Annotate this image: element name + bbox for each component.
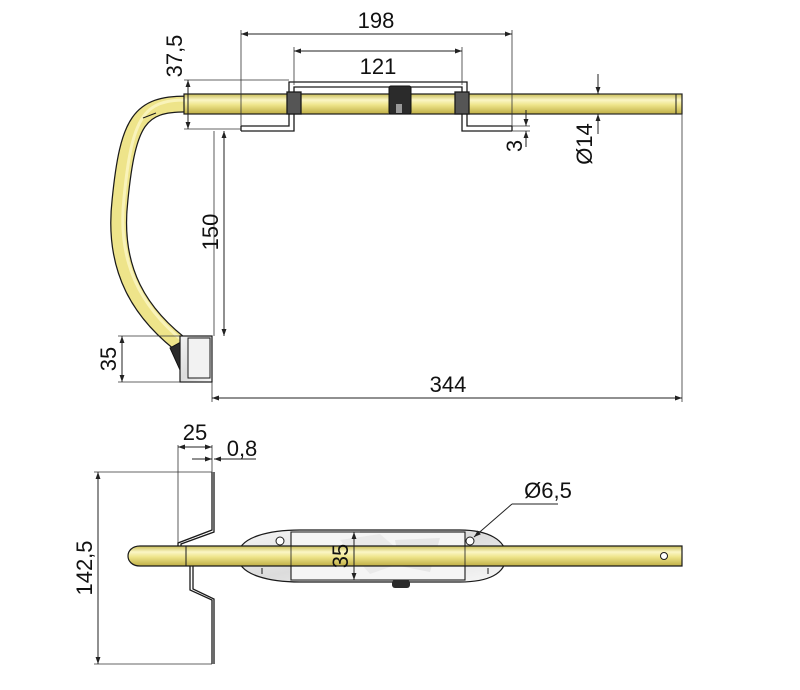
dim-inner-bracket: 121	[360, 54, 397, 79]
dim-flange-width: 25	[183, 420, 207, 445]
bottom-knob	[392, 580, 410, 588]
bottom-view: 25 0,8 142,5 Ø6,5 35	[72, 420, 683, 665]
dim-thickness: 0,8	[227, 436, 258, 461]
top-extension-lines	[118, 30, 683, 402]
dim-gap: 3	[502, 140, 527, 152]
bracket-holes	[261, 536, 668, 574]
bottom-dimension-lines	[95, 444, 558, 664]
dim-plate-height: 35	[328, 544, 353, 568]
center-knob	[388, 85, 412, 115]
top-view: 198 121 37,5 150 35 344 3 Ø14	[96, 8, 683, 402]
bottom-extension-lines	[94, 445, 360, 665]
dim-offset: 37,5	[162, 35, 187, 78]
bottom-tube	[127, 545, 683, 567]
dim-overall-bracket: 198	[358, 8, 395, 33]
curved-tube	[110, 95, 194, 357]
wall-plate-profile	[177, 472, 215, 664]
dim-drop: 150	[198, 214, 223, 251]
dim-tube-diameter: Ø14	[572, 123, 597, 165]
straight-tube	[183, 93, 683, 115]
dim-clamp-height: 35	[96, 347, 121, 371]
end-clamp	[169, 335, 213, 383]
top-dimension-lines	[119, 31, 682, 401]
dim-hole-diameter: Ø6,5	[524, 478, 572, 503]
dim-total-length: 344	[430, 372, 467, 397]
mounting-bracket	[240, 81, 513, 132]
dim-height: 142,5	[72, 540, 97, 595]
